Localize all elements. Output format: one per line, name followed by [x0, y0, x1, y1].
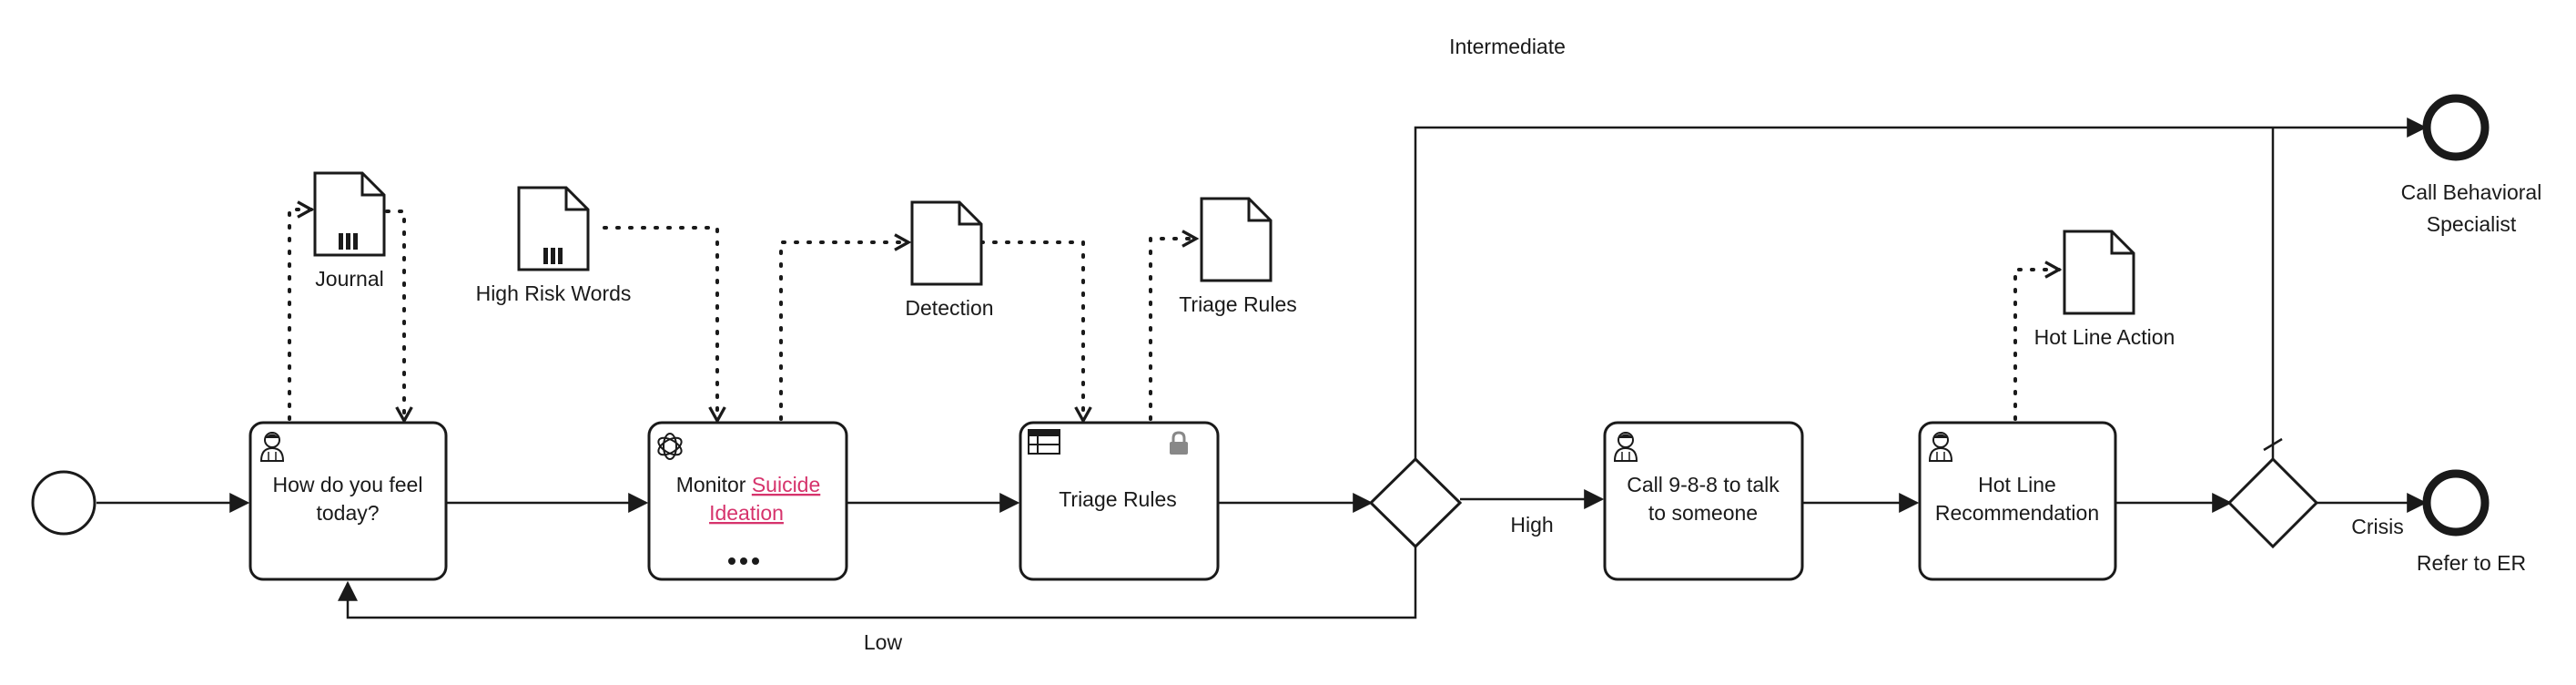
data-triage-rules-label: Triage Rules [1179, 292, 1297, 316]
data-object-hotline-action[interactable] [2063, 230, 2135, 315]
flow-label-low: Low [864, 630, 903, 654]
data-detection-label: Detection [905, 296, 993, 320]
exclusive-gateway-risk[interactable] [1368, 456, 1463, 549]
task-call-line2: to someone [1648, 501, 1758, 525]
flow-gateway-low [338, 547, 1417, 619]
assoc-journal-to-feel [385, 210, 404, 421]
ideation-link[interactable]: Ideation [709, 501, 784, 525]
openai-icon [657, 433, 683, 460]
data-high-risk-label: High Risk Words [476, 281, 632, 305]
task-hotline-line2: Recommendation [1935, 501, 2099, 525]
task-triage-rules[interactable]: Triage Rules [1019, 421, 1220, 581]
business-rule-icon [1028, 429, 1060, 455]
data-object-detection[interactable] [910, 200, 983, 286]
assoc-triage-to-rules [1149, 239, 1196, 421]
end-behavioral-line1: Call Behavioral [2401, 180, 2542, 204]
start-event[interactable] [31, 470, 96, 536]
assoc-monitor-to-detection [779, 242, 908, 421]
task-monitor-prefix: Monitor [676, 473, 752, 496]
end-er-label: Refer to ER [2417, 551, 2526, 575]
task-triage-label: Triage Rules [1059, 487, 1177, 511]
data-object-triage-rules[interactable] [1200, 197, 1273, 282]
end-behavioral-line2: Specialist [2427, 212, 2517, 236]
end-event-call-behavioral[interactable] [2422, 94, 2490, 161]
assoc-hotline-to-action [2013, 270, 2059, 421]
task-hotline-line1: Hot Line [1978, 473, 2056, 496]
data-store-icon [339, 233, 358, 250]
task-call-988[interactable]: Call 9-8-8 to talk to someone [1603, 421, 1804, 581]
task-monitor[interactable]: Monitor Suicide Ideation [647, 421, 848, 581]
data-object-journal[interactable] [313, 171, 386, 257]
assoc-detection-to-triage [979, 240, 1083, 421]
task-call-line1: Call 9-8-8 to talk [1627, 473, 1780, 496]
user-task-icon [1613, 432, 1638, 462]
data-store-icon [543, 248, 563, 264]
flow-label-intermediate: Intermediate [1449, 35, 1566, 58]
flow-gateway-intermediate [1414, 118, 2428, 459]
task-hotline-recommendation[interactable]: Hot Line Recommendation [1918, 421, 2117, 581]
default-flow-slash [2263, 437, 2283, 452]
task-feel-line2: today? [316, 501, 379, 525]
assoc-feel-to-journal [288, 210, 311, 421]
loop-marker-icon [728, 557, 759, 565]
exclusive-gateway-crisis[interactable] [2226, 456, 2319, 549]
lock-icon [1170, 431, 1188, 455]
svg-text:Monitor Suicide: Monitor Suicide [676, 473, 821, 496]
data-object-high-risk-words[interactable] [517, 186, 590, 271]
data-hotline-action-label: Hot Line Action [2034, 325, 2175, 349]
task-how-do-you-feel[interactable]: How do you feel today? [248, 421, 448, 581]
flow-label-high: High [1510, 513, 1553, 537]
user-task-icon [259, 432, 285, 462]
suicide-ideation-link[interactable]: Suicide [752, 473, 820, 496]
end-event-refer-er[interactable] [2422, 469, 2490, 537]
flow-label-crisis: Crisis [2351, 515, 2404, 538]
task-feel-line1: How do you feel [273, 473, 423, 496]
assoc-highrisk-to-monitor [603, 226, 717, 421]
data-journal-label: Journal [315, 267, 383, 291]
user-task-icon [1928, 432, 1953, 462]
